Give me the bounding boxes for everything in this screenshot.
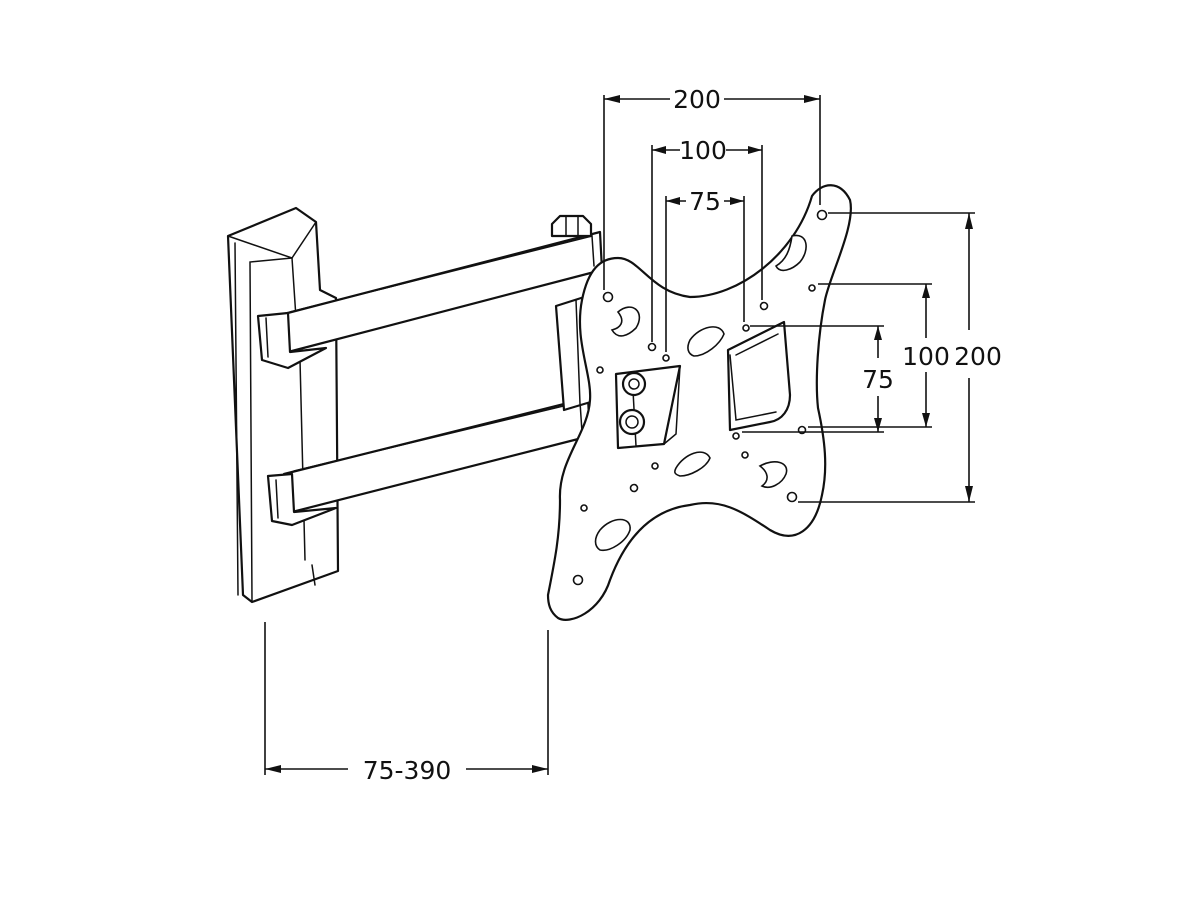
- dimension-label-top-75: 75: [689, 187, 721, 216]
- dimension-label-right-75: 75: [862, 365, 894, 394]
- dimension-label-top-100: 100: [679, 136, 727, 165]
- dimension-top-200: 200: [603, 85, 821, 290]
- dimension-right-200: 200: [798, 212, 1002, 503]
- dimension-label-right-100: 100: [902, 342, 950, 371]
- dimension-right-75: 75: [742, 325, 894, 433]
- upper-arm: [256, 214, 604, 370]
- wall-bracket: [226, 206, 340, 604]
- dimension-top-100: 100: [651, 136, 763, 342]
- vesa-plate: [546, 184, 852, 621]
- dimension-bottom-extension: 75-390: [264, 622, 549, 785]
- tilt-hinge: [614, 364, 682, 450]
- dimension-right-100: 100: [808, 283, 950, 428]
- dimension-top-75: 75: [665, 187, 745, 352]
- dimension-label-right-200: 200: [954, 342, 1002, 371]
- dimension-label-top-200: 200: [673, 85, 721, 114]
- dimension-label-arm-extension: 75-390: [363, 756, 452, 785]
